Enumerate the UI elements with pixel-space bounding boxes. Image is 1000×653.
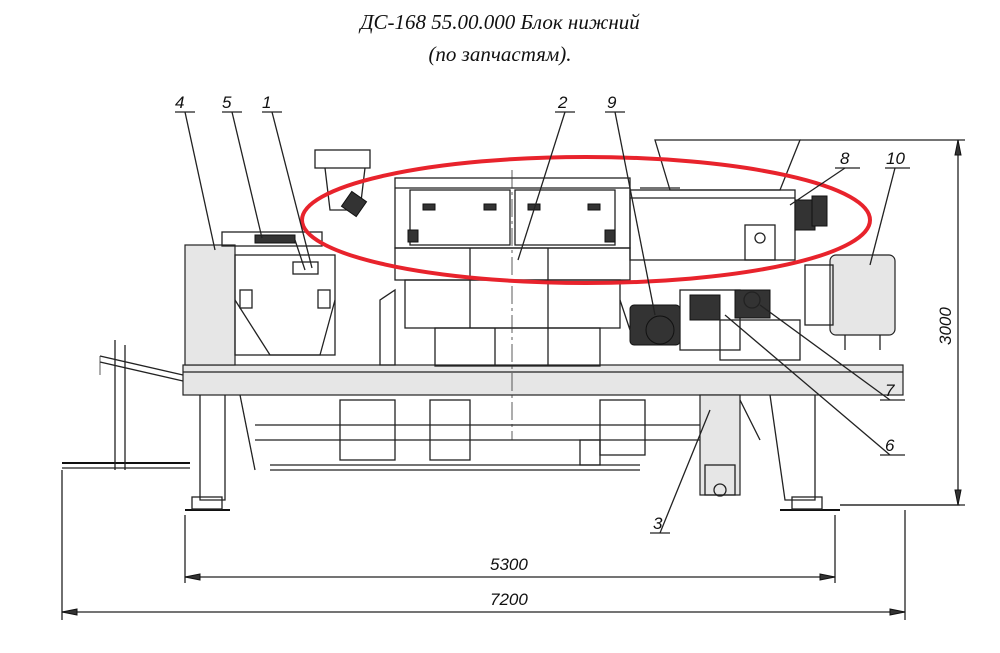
callout-labels: 4 5 1 2 9 8 10 7 6 3 bbox=[175, 93, 905, 533]
dimension-7200: 7200 bbox=[61, 470, 906, 620]
dimension-3000: 3000 bbox=[800, 139, 965, 506]
callout-6: 6 bbox=[885, 436, 895, 455]
callout-2: 2 bbox=[557, 93, 568, 112]
component-5-top bbox=[221, 231, 323, 275]
drawing-title: ДС-168 55.00.000 Блок нижний bbox=[360, 10, 640, 34]
callout-10: 10 bbox=[886, 149, 905, 168]
callout-leaders bbox=[175, 111, 910, 534]
chute bbox=[314, 149, 371, 218]
dimension-5300: 5300 bbox=[184, 515, 836, 583]
component-8-feeder bbox=[629, 139, 828, 261]
callout-8: 8 bbox=[840, 149, 850, 168]
callout-1: 1 bbox=[262, 93, 271, 112]
callout-9: 9 bbox=[607, 93, 617, 112]
dimension-5300-label: 5300 bbox=[490, 555, 528, 574]
component-4-housing bbox=[184, 244, 336, 366]
gear-drive bbox=[619, 289, 801, 361]
component-2-crusher-body bbox=[379, 170, 631, 440]
callout-3: 3 bbox=[653, 514, 663, 533]
highlight-ellipse bbox=[300, 155, 872, 285]
drawing-subtitle: (по запчастям). bbox=[428, 42, 572, 66]
base-frame bbox=[99, 340, 904, 510]
callout-5: 5 bbox=[222, 93, 232, 112]
callout-7: 7 bbox=[885, 381, 895, 400]
dimension-7200-label: 7200 bbox=[490, 590, 528, 609]
dimension-3000-label: 3000 bbox=[936, 307, 955, 345]
component-10-motor bbox=[804, 254, 896, 350]
callout-4: 4 bbox=[175, 93, 184, 112]
